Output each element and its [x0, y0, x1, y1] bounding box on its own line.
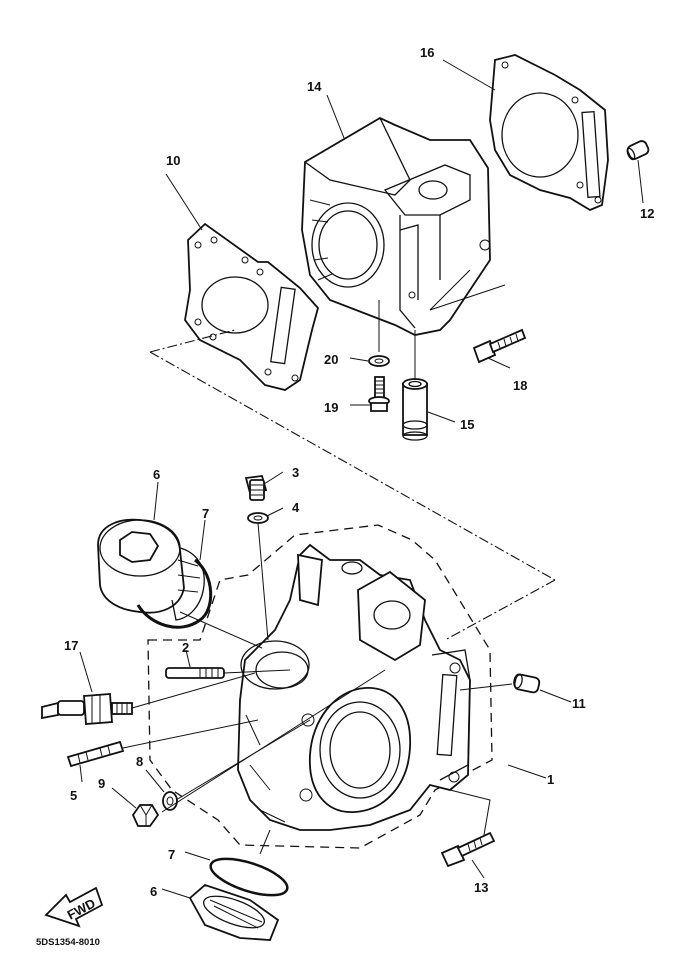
label-part-7: 7 [202, 506, 209, 521]
label-part-17: 17 [64, 638, 78, 653]
bolt-19 [368, 376, 390, 412]
stud-bolt-2 [165, 667, 225, 679]
filter-cap-6-lower [188, 883, 280, 941]
label-part-10: 10 [166, 153, 180, 168]
cap-nut-9 [131, 804, 160, 827]
bolt-18 [472, 328, 527, 364]
label-part-11: 11 [572, 696, 586, 711]
label-part-20: 20 [324, 352, 338, 367]
label-part-13: 13 [474, 880, 488, 895]
label-part-5: 5 [70, 788, 77, 803]
bolt-13 [440, 831, 496, 868]
washer-20-hole [374, 358, 384, 364]
label-part-15: 15 [460, 417, 474, 432]
label-part-12: 12 [640, 206, 654, 221]
o-ring-7-lower [209, 857, 289, 897]
label-part-6-lower: 6 [150, 884, 157, 899]
washer-4-hole [253, 515, 263, 521]
label-part-1: 1 [547, 772, 554, 787]
label-part-9: 9 [98, 776, 105, 791]
cylinder-head-1 [237, 543, 471, 831]
dashed-boundary [147, 524, 493, 849]
label-part-2: 2 [182, 640, 189, 655]
collar-15 [402, 378, 428, 441]
dowel-pin-12 [626, 140, 650, 161]
gasket-16 [489, 54, 609, 212]
washer-20 [368, 355, 390, 367]
label-part-3: 3 [292, 465, 299, 480]
label-part-4: 4 [292, 500, 300, 515]
drawing-code: 5DS1354-8010 [36, 937, 100, 948]
bolt-3 [244, 475, 268, 501]
washer-8-hole [166, 796, 174, 806]
label-part-6: 6 [153, 467, 160, 482]
washer-8 [162, 791, 178, 811]
label-part-16: 16 [420, 45, 434, 60]
gasket-10 [184, 222, 319, 391]
fwd-arrow-icon: FWD [44, 886, 104, 928]
dowel-pin-11 [513, 673, 541, 694]
label-part-8: 8 [136, 754, 143, 769]
label-part-19: 19 [324, 400, 338, 415]
cylinder-14 [301, 116, 491, 336]
o-ring-7-upper [136, 558, 213, 629]
label-part-7-lower: 7 [168, 847, 175, 862]
filter-cap-6 [97, 518, 205, 621]
spark-plug-17 [41, 693, 133, 725]
label-part-14: 14 [307, 79, 322, 94]
stud-bolt-5 [66, 740, 125, 768]
label-part-18: 18 [513, 378, 527, 393]
washer-4 [247, 512, 269, 524]
